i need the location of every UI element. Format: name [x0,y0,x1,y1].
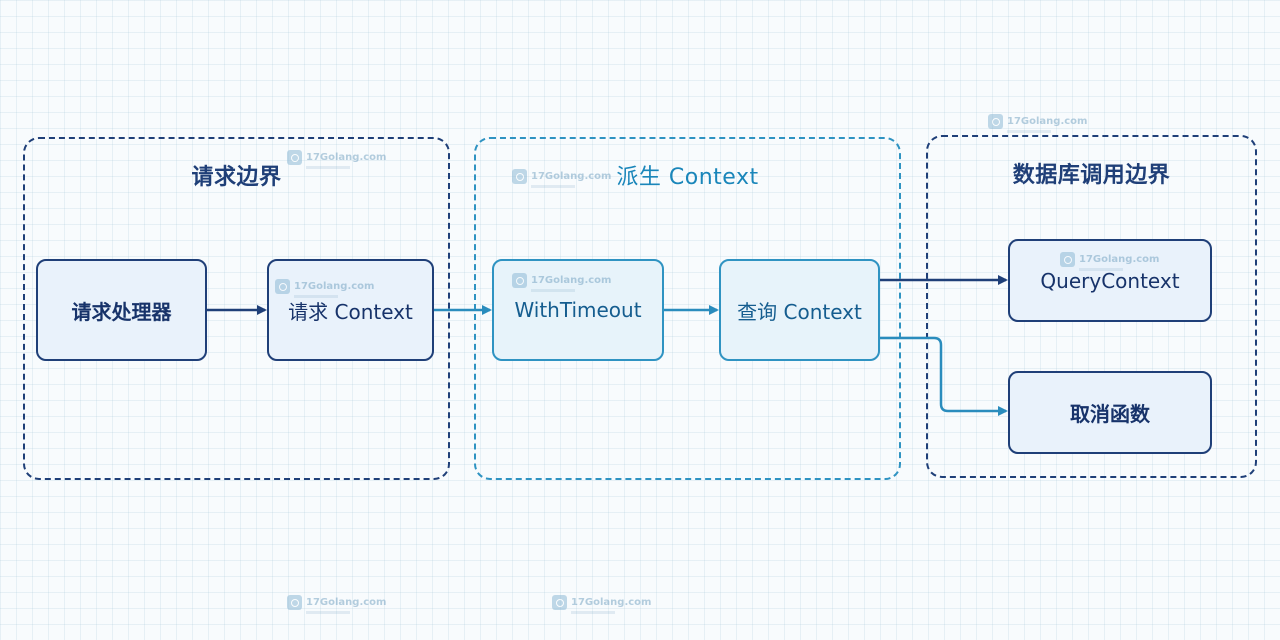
request-context-node: 请求 Context [267,259,434,361]
request-handler-node: 请求处理器 [36,259,207,361]
query-context-call-node: QueryContext [1008,239,1212,322]
request-boundary-group: 请求边界 [23,137,450,480]
watermark-text: 17Golang.com [1007,116,1088,127]
watermark-text: 17Golang.com [306,597,387,608]
watermark: 17Golang.com [988,109,1087,133]
query-context-node: 查询 Context [719,259,880,361]
watermark: 17Golang.com [287,590,386,614]
watermark-logo-icon [552,594,567,610]
watermark-text: 17Golang.com [571,597,652,608]
watermark: 17Golang.com [552,590,651,614]
watermark-logo-icon [988,113,1003,129]
database-boundary-title: 数据库调用边界 [1012,163,1171,188]
request-boundary-title: 请求边界 [191,165,282,190]
derived-context-title: 派生 Context [616,165,759,190]
with-timeout-node: WithTimeout [492,259,664,361]
cancel-function-node: 取消函数 [1008,371,1212,454]
watermark-logo-icon [287,594,302,610]
database-boundary-group: 数据库调用边界 [926,135,1257,478]
derived-context-group: 派生 Context [474,137,901,480]
